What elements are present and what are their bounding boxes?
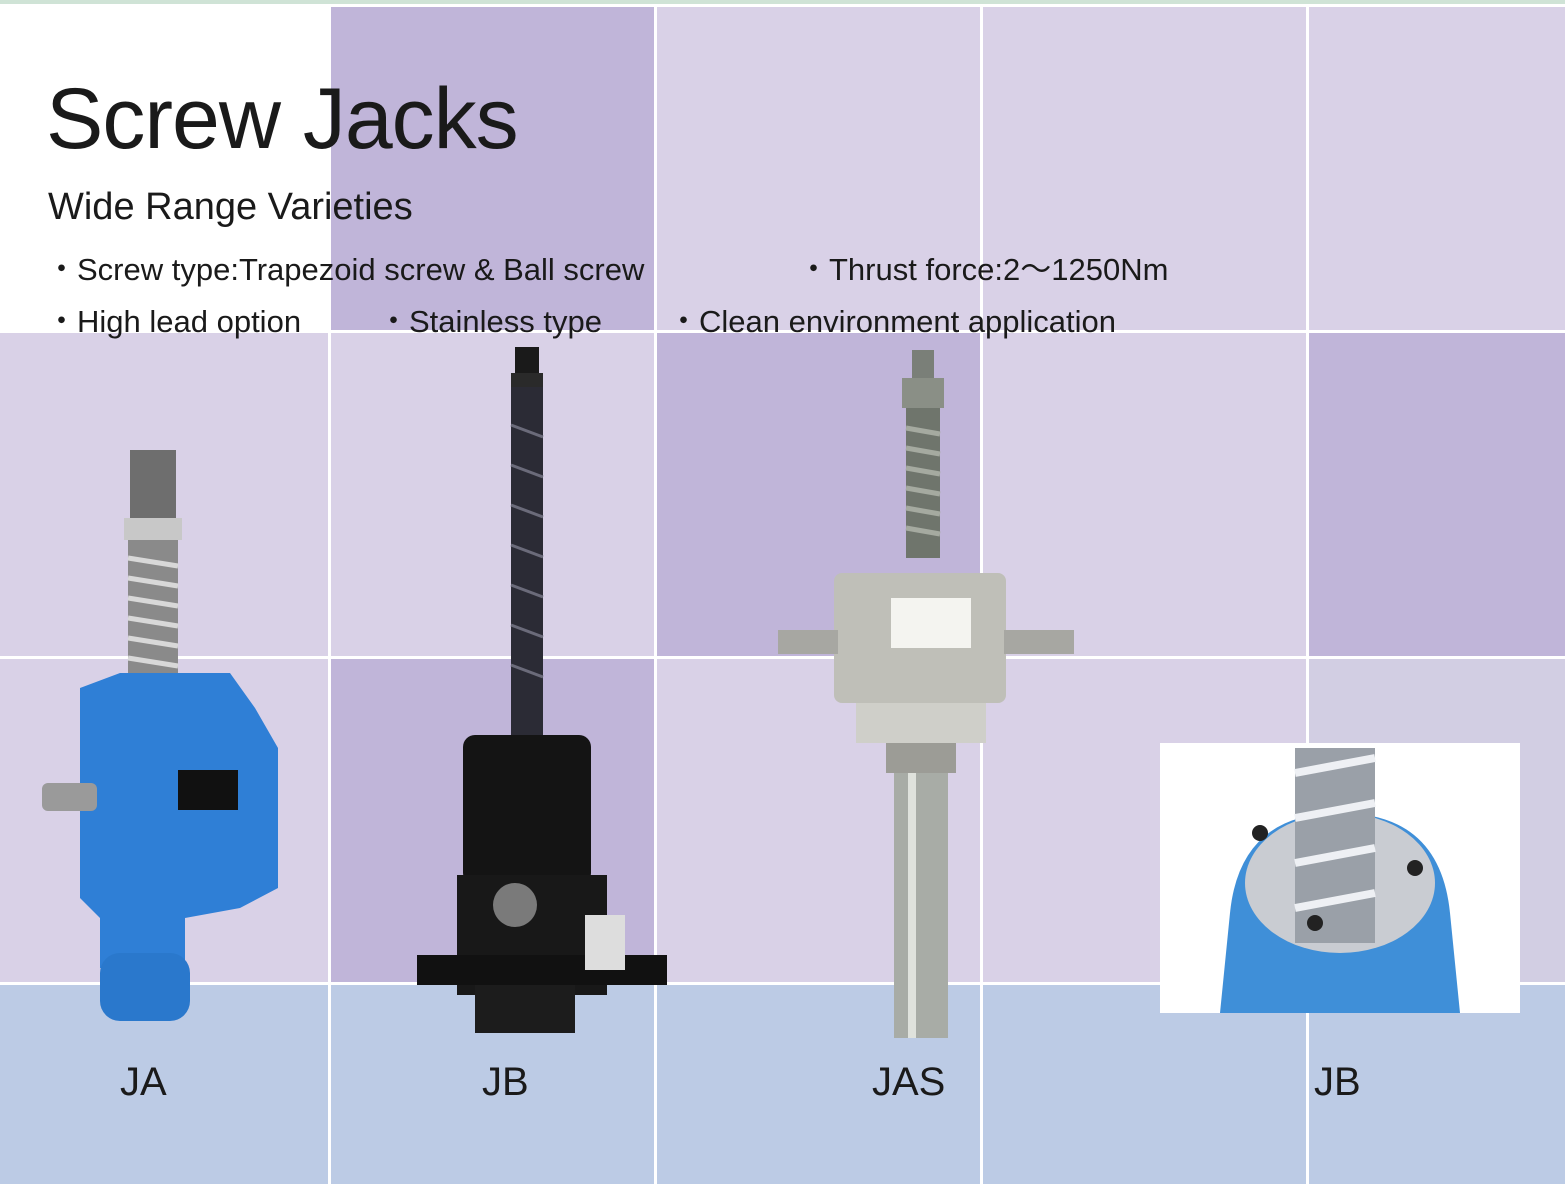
feature-high-lead: ・High lead option bbox=[46, 304, 302, 339]
feature-stainless: ・Stainless type bbox=[378, 304, 602, 339]
ja-screw-jack-image bbox=[42, 450, 278, 1021]
jb-ballscrew-closeup-image bbox=[1160, 743, 1520, 1013]
product-label-jb-closeup: JB bbox=[1314, 1060, 1361, 1104]
jb-screw-jack-image bbox=[417, 347, 667, 1033]
jas-screw-jack-image bbox=[778, 350, 1074, 1038]
feature-screw-type: ・Screw type:Trapezoid screw & Ball screw bbox=[46, 252, 645, 287]
feature-thrust-force: ・Thrust force:2～1250Nm bbox=[798, 252, 1169, 287]
product-label-ja: JA bbox=[120, 1060, 167, 1104]
page-title: Screw Jacks bbox=[46, 71, 519, 167]
product-label-jb: JB bbox=[482, 1060, 529, 1104]
product-label-jas: JAS bbox=[872, 1060, 946, 1104]
feature-clean-environment: ・Clean environment application bbox=[668, 304, 1117, 339]
page-subtitle: Wide Range Varieties bbox=[48, 186, 413, 228]
